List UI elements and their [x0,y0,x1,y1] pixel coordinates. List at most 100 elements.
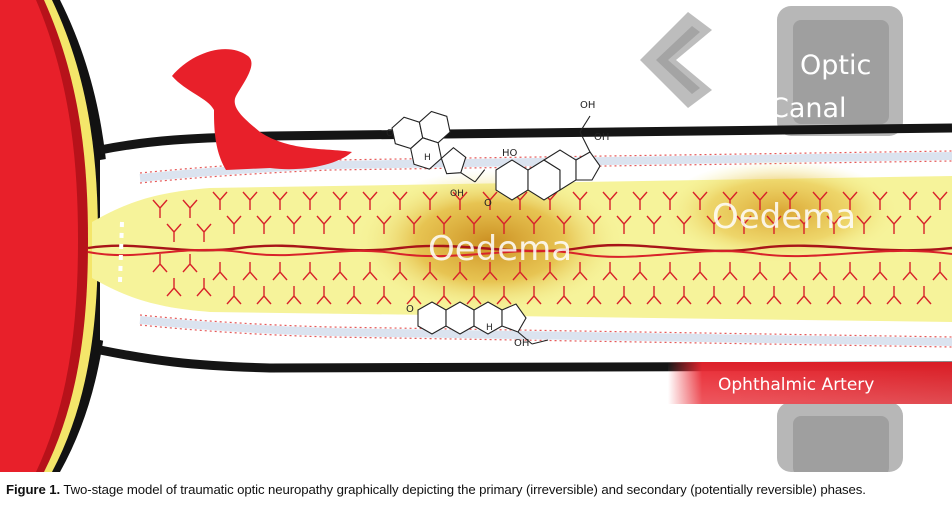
axon-mark [932,262,948,281]
axon-mark [196,278,212,297]
mol3-oxygen-label: O [406,304,414,315]
axon-mark [916,215,932,234]
axon-mark [556,286,572,305]
axon-mark [722,262,738,281]
axon-mark [332,191,348,210]
axon-mark [166,223,182,242]
axon-mark [812,262,828,281]
axon-mark [782,262,798,281]
axon-mark [242,191,258,210]
axon-mark [496,286,512,305]
oedema-region-primary [355,170,625,314]
ophthalmic-artery [668,362,952,404]
axon-mark [182,254,198,273]
axon-mark [752,262,768,281]
axon-mark [286,215,302,234]
axon-mark [302,191,318,210]
axon-mark [752,191,768,210]
axon-mark [886,215,902,234]
axon-mark [766,286,782,305]
axon-mark [452,191,468,210]
oedema-label-primary: Oedema [428,229,572,269]
axon-mark [782,191,798,210]
axon-mark [872,191,888,210]
axon-mark [602,262,618,281]
mol1-oxygen-label: O [386,128,394,139]
axon-mark [212,262,228,281]
axon-mark [332,262,348,281]
axon-mark [482,262,498,281]
axon-mark [406,286,422,305]
axon-mark [242,262,258,281]
axon-mark [512,262,528,281]
axon-mark [916,286,932,305]
oedema-label-secondary: Oedema [712,197,856,237]
axon-mark [842,191,858,210]
caption-prefix: Figure 1. [6,482,61,497]
axon-mark [542,262,558,281]
axon-mark [602,191,618,210]
steroid-molecule-3 [417,301,549,345]
axon-mark [706,215,722,234]
mol1-hydroxyl-label: OH [450,189,464,199]
axon-mark [586,215,602,234]
mol1-hydrogen-label: H [424,153,431,163]
axon-mark [272,191,288,210]
mol2-hydroxyl-left-label: HO [502,148,518,159]
axon-mark [676,286,692,305]
axon-mark [616,215,632,234]
axon-mark [556,215,572,234]
axon-mark [496,215,512,234]
axon-mark [526,215,542,234]
mol2-oxygen-label: O [484,198,492,209]
optic-canal-label-line2: Canal [770,93,847,124]
axon-mark [212,191,228,210]
axon-mark [796,215,812,234]
axon-mark [346,286,362,305]
axon-mark [346,215,362,234]
mol3-hydroxyl-label: OH [514,338,529,349]
axon-mark [422,262,438,281]
axon-mark [182,199,198,218]
optic-canal-bone [640,6,903,472]
steroid-molecule-2 [495,115,601,201]
axon-mark [286,286,302,305]
axon-mark [152,199,168,218]
mol2-hydroxyl-label: OH [580,100,595,111]
axon-mark [932,191,948,210]
axon-mark [196,223,212,242]
axon-mark [226,215,242,234]
axon-mark [632,262,648,281]
axon-mark [526,286,542,305]
axon-mark [406,215,422,234]
axon-mark [722,191,738,210]
mol2-hydroxyl2-label: OH [594,132,609,143]
axon-mark [796,286,812,305]
axon-mark [646,286,662,305]
axon-mark [466,215,482,234]
optic-neuropathy-diagram: O OH H HO O OH OH O H OH Optic Canal Oed… [0,0,952,472]
axon-mark [482,191,498,210]
axon-mark [436,286,452,305]
axon-mark [902,191,918,210]
axon-mark [362,262,378,281]
axon-mark [316,215,332,234]
axon-mark [812,191,828,210]
axon-mark [392,262,408,281]
axon-mark [736,286,752,305]
axon-mark [572,262,588,281]
axon-mark [902,262,918,281]
axon-mark [572,191,588,210]
axon-mark [362,191,378,210]
axon-mark [662,191,678,210]
axon-mark [586,286,602,305]
eye-globe [0,0,110,472]
mol3-hydrogen-label: H [486,323,493,333]
oedema-region-secondary [660,160,900,264]
axon-mark [256,215,272,234]
axon-mark [676,215,692,234]
axon-mark [302,262,318,281]
axon-mark [856,286,872,305]
axon-mark [316,286,332,305]
axon-mark [646,215,662,234]
